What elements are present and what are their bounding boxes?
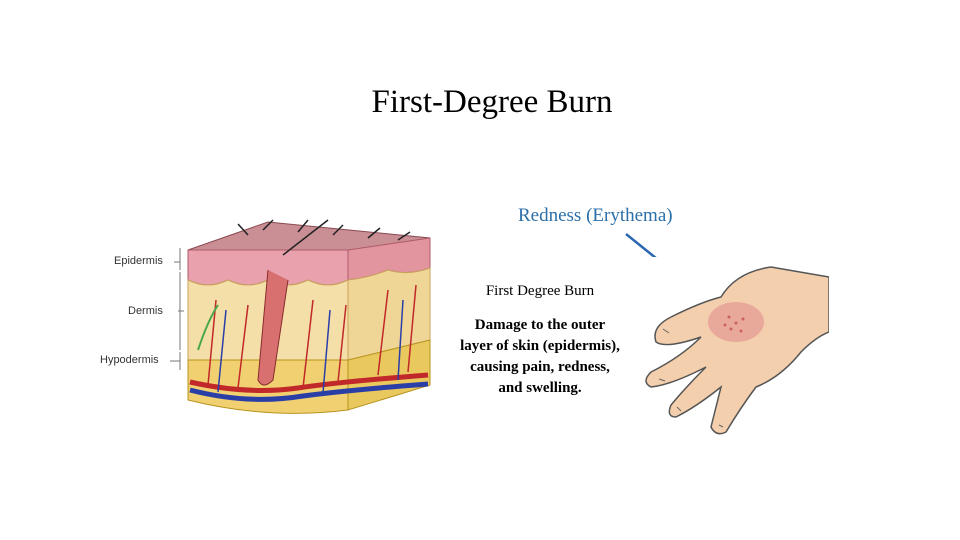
epidermis-label: Epidermis — [114, 255, 163, 267]
redness-label: Redness (Erythema) — [518, 205, 673, 226]
dermis-label: Dermis — [128, 305, 163, 317]
skin-cross-section-illustration: Epidermis Dermis Hypodermis — [98, 210, 438, 438]
slide-title: First-Degree Burn — [371, 84, 613, 120]
hypodermis-label: Hypodermis — [100, 354, 159, 366]
caption-description: Damage to the outer layer of skin (epide… — [460, 317, 620, 396]
skin-layers-drawing — [170, 219, 431, 414]
burned-hand-illustration — [641, 257, 829, 439]
caption-title: First Degree Burn — [485, 283, 595, 299]
